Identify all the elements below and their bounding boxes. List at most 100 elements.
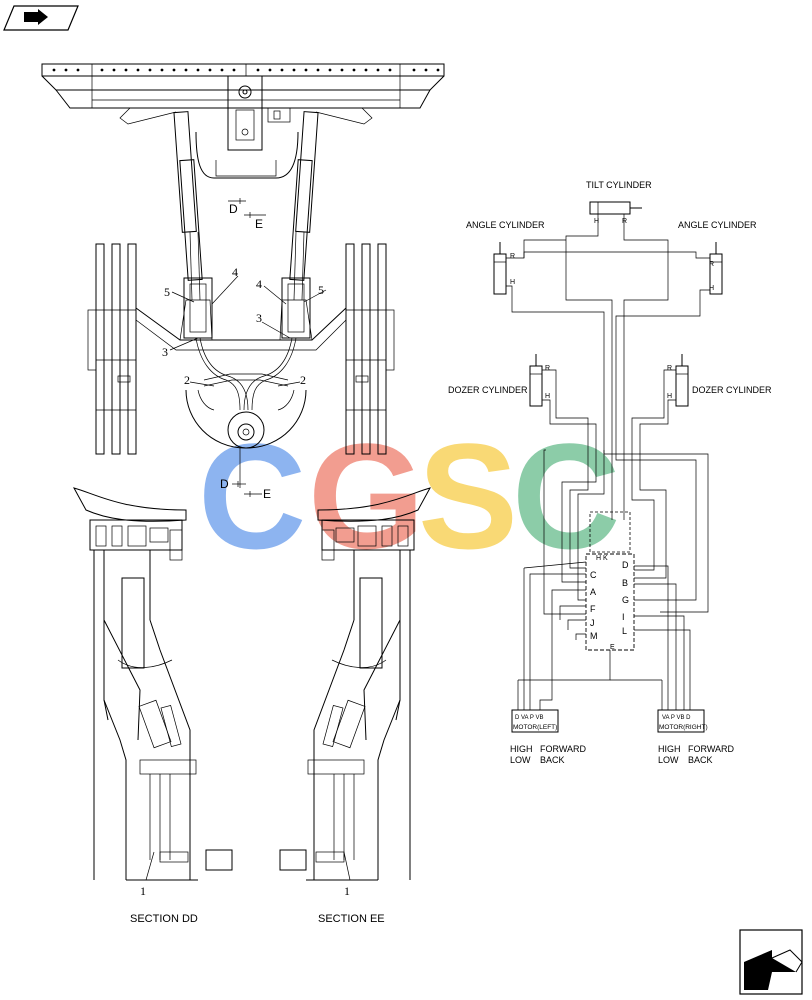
watermark-letter-s: S (418, 412, 518, 580)
motor-right-back: BACK (688, 755, 713, 765)
motor-right-label: MOTOR(RIGHT) (659, 724, 708, 731)
motor-right-symbol: VA P VB D MOTOR(RIGHT) (657, 709, 708, 733)
watermark: C G S C (198, 412, 620, 580)
angle-left-port-r: R (510, 253, 515, 260)
blade-bolt-hole (292, 68, 296, 72)
top-view-drawing: D E D E 5 4 4 5 3 3 2 2 (41, 63, 445, 501)
blade-bolt-hole (424, 68, 428, 72)
motor-left-symbol: D VA P VB MOTOR(LEFT) (511, 709, 559, 733)
valve-port-b: B (622, 578, 628, 588)
blade-bolt-hole (436, 68, 440, 72)
blade-bolt-hole (64, 68, 68, 72)
blade-bolt-hole (232, 68, 236, 72)
callout-2-right: 2 (300, 373, 306, 387)
tilt-port-h: H (594, 218, 599, 225)
valve-port-g: G (622, 595, 629, 605)
blade-bolt-hole (184, 68, 188, 72)
section-marker-d-mid: D (220, 477, 229, 491)
valve-port-i: I (622, 612, 625, 622)
callout-5-left: 5 (164, 285, 170, 299)
blade-bolt-hole (196, 68, 200, 72)
blade-bolt-hole (364, 68, 368, 72)
callout-4-right: 4 (256, 277, 262, 291)
dozer-right-port-h: H (667, 393, 672, 400)
section-ee-drawing: 1 SECTION EE (279, 487, 432, 925)
blade-bolt-hole (268, 68, 272, 72)
motor-right-ports: VA P VB D (662, 715, 691, 721)
valve-port-c: C (590, 570, 597, 580)
blade-bolt-hole (316, 68, 320, 72)
dozer-cylinder-left-symbol: R H (529, 354, 550, 407)
blade-bolt-hole (124, 68, 128, 72)
angle-cylinder-left-label: ANGLE CYLINDER (466, 220, 545, 230)
blade-bolt-hole (376, 68, 380, 72)
blade-bolt-hole (136, 68, 140, 72)
dozer-left-port-h: H (545, 393, 550, 400)
tilt-port-r: R (622, 218, 627, 225)
next-page-arrow-icon[interactable] (739, 929, 803, 995)
valve-port-a: A (590, 587, 596, 597)
blade-bolt-hole (220, 68, 224, 72)
blade-bolt-hole (352, 68, 356, 72)
blade-bolt-hole (388, 68, 392, 72)
tilt-cylinder-label: TILT CYLINDER (586, 180, 652, 190)
blade-bolt-hole (52, 68, 56, 72)
tilt-cylinder-symbol: H R (589, 201, 642, 225)
valve-top-ports: H K (596, 555, 608, 562)
section-ee-label: SECTION EE (318, 913, 385, 925)
motor-right-forward: FORWARD (688, 744, 734, 754)
watermark-letter-c1: C (198, 412, 306, 580)
motor-right-low: LOW (658, 755, 679, 765)
valve-port-j: J (590, 618, 595, 628)
blade-bolt-hole (412, 68, 416, 72)
callout-3-right: 3 (256, 311, 262, 325)
valve-port-l: L (622, 626, 627, 636)
section-dd-drawing: 1 SECTION DD (72, 487, 233, 925)
valve-port-e: E (610, 644, 615, 651)
angle-cylinder-left-symbol: R H (493, 242, 515, 295)
dozer-left-port-r: R (545, 365, 550, 372)
callout-2-left: 2 (184, 373, 190, 387)
blade-bolt-hole (100, 68, 104, 72)
watermark-letter-g: G (308, 412, 425, 580)
section-marker-e-mid: E (263, 487, 271, 501)
callout-5-right: 5 (318, 283, 324, 297)
motor-left-back: BACK (540, 755, 565, 765)
callout-4-left: 4 (232, 265, 238, 279)
hydraulic-schematic: TILT CYLINDER ANGLE CYLINDER ANGLE CYLIN… (448, 180, 772, 765)
blade-bolt-hole (208, 68, 212, 72)
angle-cylinder-right-symbol: R H (709, 242, 723, 295)
hydraulic-lines (506, 214, 710, 613)
angle-right-port-r: R (709, 261, 714, 268)
motor-left-forward: FORWARD (540, 744, 586, 754)
dozer-right-port-r: R (667, 365, 672, 372)
callout-1-left: 1 (140, 884, 146, 898)
callout-1-right: 1 (344, 884, 350, 898)
callout-3-left: 3 (162, 345, 168, 359)
valve-port-m: M (590, 631, 598, 641)
folder-arrow-icon[interactable] (3, 5, 79, 31)
section-marker-e-top: E (255, 217, 263, 231)
blade-bolt-hole (256, 68, 260, 72)
section-marker-d-top: D (229, 202, 238, 216)
angle-right-port-h: H (709, 285, 714, 292)
section-dd-label: SECTION DD (130, 913, 198, 925)
motor-left-ports: D VA P VB (515, 715, 543, 721)
blade-bolt-hole (304, 68, 308, 72)
blade-bolt-hole (76, 68, 80, 72)
blade-bolt-hole (280, 68, 284, 72)
valve-port-f: F (590, 604, 596, 614)
blade-bolt-hole (112, 68, 116, 72)
angle-left-port-h: H (510, 279, 515, 286)
dozer-cylinder-right-label: DOZER CYLINDER (692, 385, 772, 395)
dozer-cylinder-right-symbol: R H (667, 354, 689, 407)
blade-bolt-hole (340, 68, 344, 72)
motor-left-label: MOTOR(LEFT) (513, 724, 557, 731)
motor-left-high: HIGH (510, 744, 533, 754)
blade-bolt-hole (148, 68, 152, 72)
blade-bolt-hole (328, 68, 332, 72)
dozer-cylinder-left-label: DOZER CYLINDER (448, 385, 528, 395)
angle-cylinder-right-label: ANGLE CYLINDER (678, 220, 757, 230)
motor-left-low: LOW (510, 755, 531, 765)
